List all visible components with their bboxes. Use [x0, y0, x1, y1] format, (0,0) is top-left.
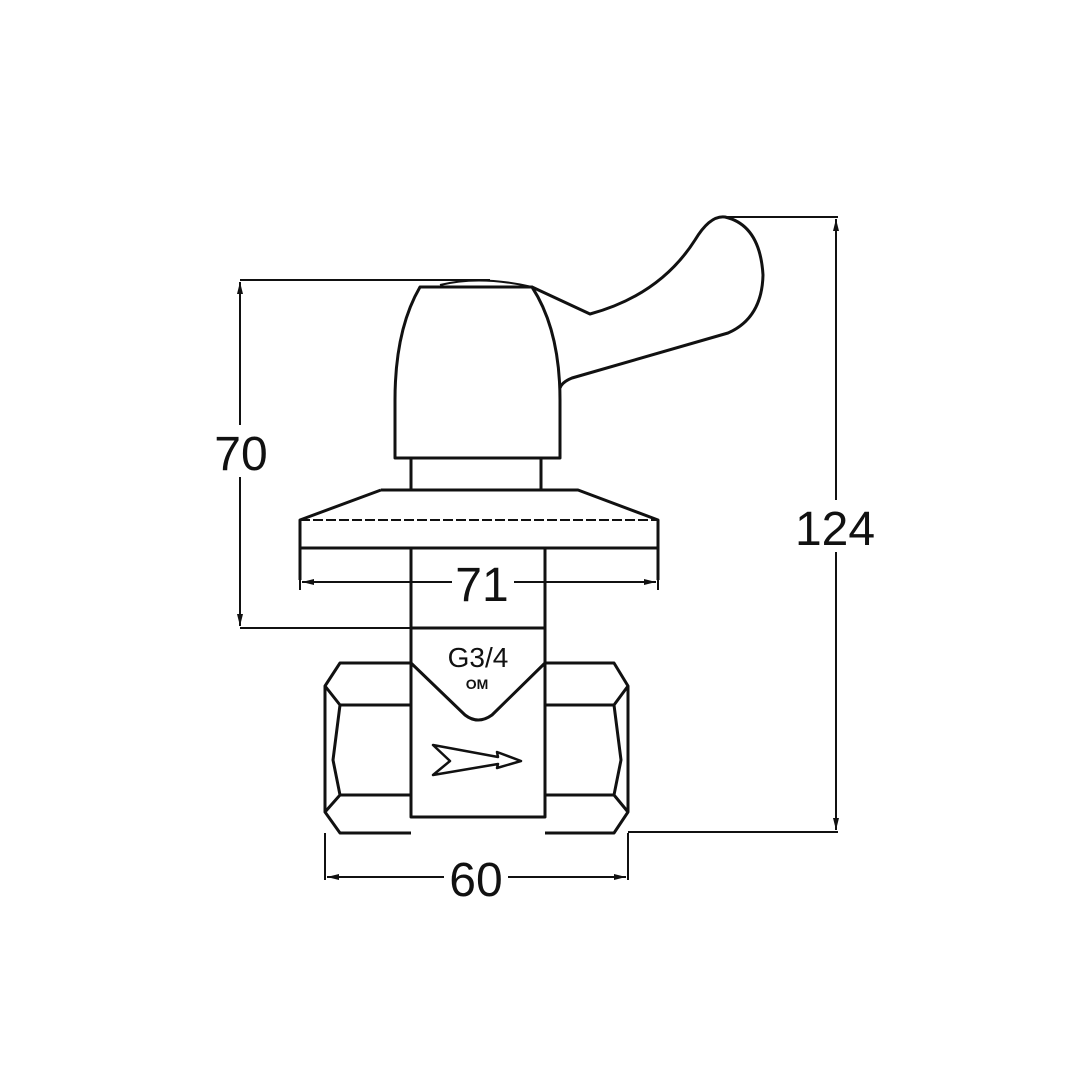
dim-60-label: 60	[449, 854, 502, 907]
neck	[409, 456, 543, 492]
label-plate	[409, 661, 547, 722]
thread-label: G3/4	[448, 642, 509, 673]
hex-nut-right	[545, 661, 630, 835]
dim-70-label: 70	[214, 428, 267, 481]
hex-nut-left	[323, 661, 411, 835]
brand-label: OM	[466, 676, 489, 692]
flow-arrow-icon	[431, 743, 523, 777]
body	[409, 626, 547, 819]
lever	[531, 215, 765, 389]
dim-124-label: 124	[795, 503, 875, 556]
handle-cap	[393, 285, 562, 460]
dim-71-label: 71	[455, 559, 508, 612]
